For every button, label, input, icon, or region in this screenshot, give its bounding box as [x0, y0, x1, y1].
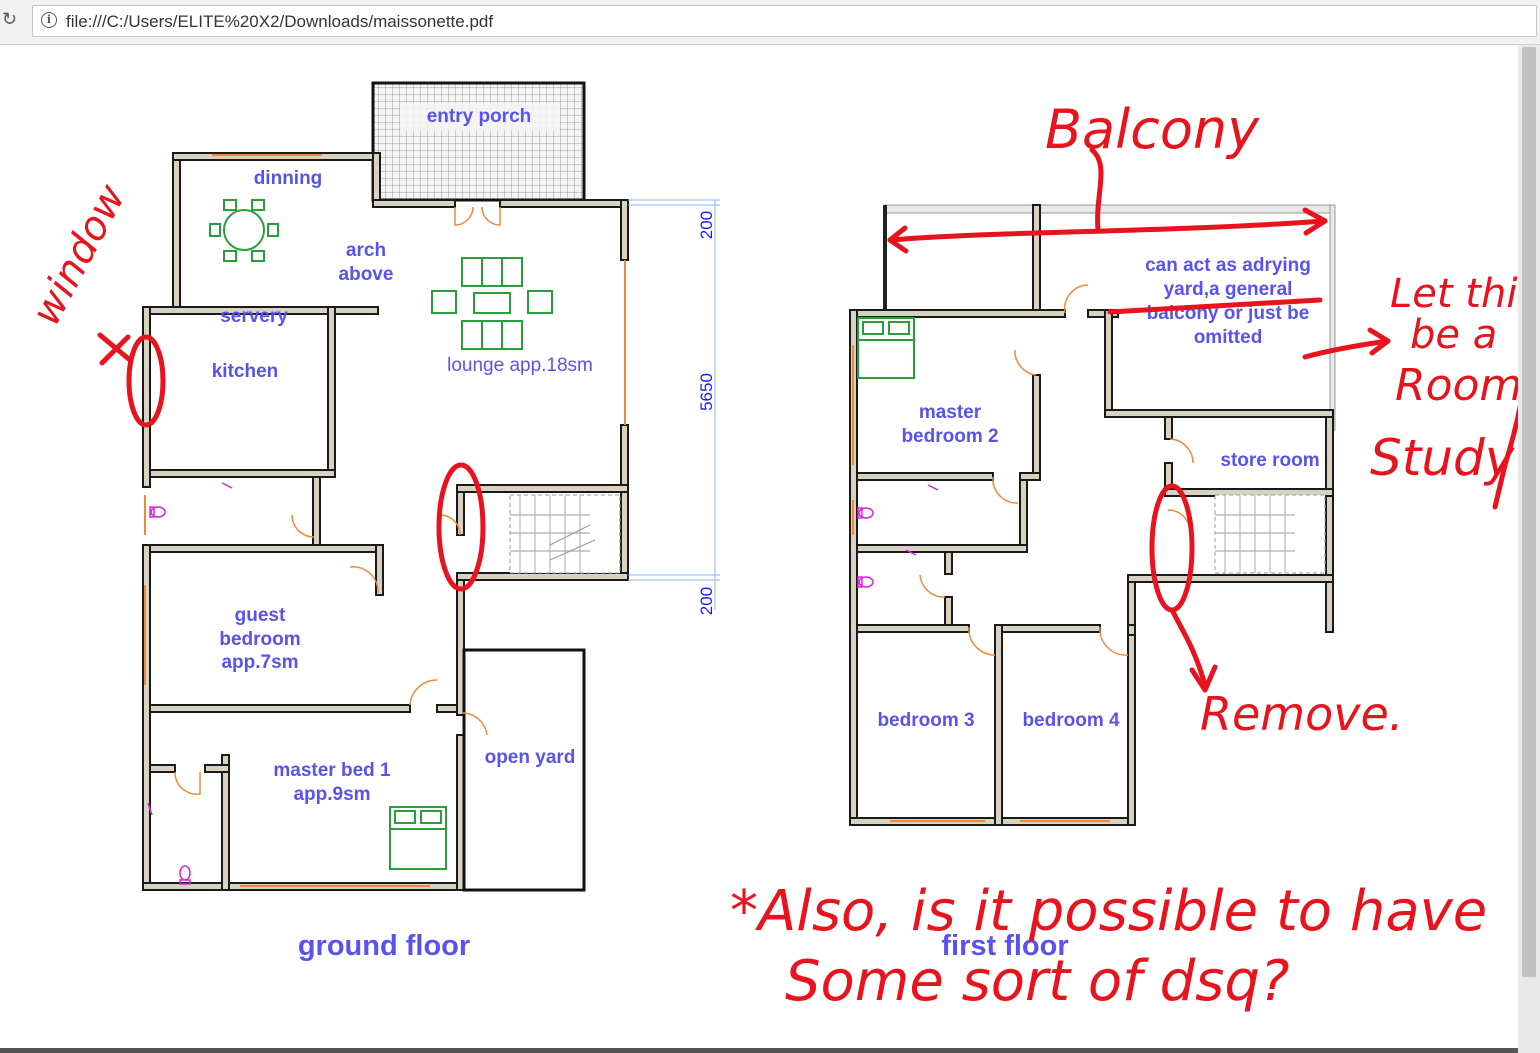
ground-floor-title: ground floor	[298, 930, 470, 962]
wall	[172, 152, 181, 314]
first-floor-plan: can act as adrying yard,a general balcon…	[849, 204, 1336, 962]
label-bedroom3: bedroom 3	[877, 710, 974, 731]
annotation-remove-arrow	[1169, 607, 1208, 688]
annotation-question-line1: *Also, is it possible to have	[730, 879, 1487, 944]
info-icon[interactable]: i	[41, 12, 57, 28]
reload-icon[interactable]: ↻	[2, 9, 18, 29]
url-text[interactable]: file:///C:/Users/ELITE%20X2/Downloads/ma…	[66, 12, 494, 31]
annotation-study-arrow	[1302, 338, 1391, 360]
annotation-let-line3: Room	[1395, 360, 1518, 411]
label-dinning: dinning	[254, 168, 323, 189]
floor-plan-drawing: 200 5650 200 entry porch dinning arch ab…	[23, 81, 1518, 1014]
annotation-window: window	[23, 177, 135, 333]
label-balcony-line4: omitted	[1194, 327, 1263, 348]
stairs	[1214, 494, 1326, 574]
open-yard-area	[462, 648, 586, 892]
label-master2-line2: bedroom 2	[901, 426, 998, 447]
toilet-icon	[147, 482, 233, 885]
annotation-strike-through	[1107, 297, 1323, 315]
address-bar[interactable]: i file:///C:/Users/ELITE%20X2/Downloads/…	[32, 5, 1537, 37]
sofa-set-icon	[431, 257, 553, 350]
dimension-line	[628, 199, 720, 610]
toilet-icon	[857, 484, 939, 588]
pdf-page: 200 5650 200 entry porch dinning arch ab…	[0, 45, 1518, 1048]
label-arch-line1: arch	[346, 240, 386, 261]
label-master1-line1: master bed 1	[273, 760, 391, 781]
label-balcony-line1: can act as adrying	[1145, 255, 1311, 276]
double-bed-icon	[389, 806, 447, 870]
double-bed-icon	[857, 317, 915, 379]
label-kitchen: kitchen	[212, 361, 279, 382]
annotation-cross-mark	[97, 332, 133, 366]
first-floor-title: first floor	[941, 930, 1068, 962]
annotation-question-line2: Some sort of dsq?	[785, 949, 1290, 1014]
annotation-circle-remove	[1149, 483, 1195, 613]
stairs	[509, 494, 621, 574]
annotation-balcony: Balcony	[1045, 98, 1260, 161]
scrollbar[interactable]	[1518, 45, 1540, 1053]
label-servery: servery	[220, 306, 288, 327]
dimension-top: 200	[697, 211, 716, 239]
annotation-balcony-arrow	[887, 218, 1328, 243]
dining-table-icon	[209, 199, 279, 262]
ground-floor-plan: 200 5650 200 entry porch dinning arch ab…	[142, 81, 720, 962]
label-guest-line3: app.7sm	[221, 652, 298, 673]
annotation-let-line2: be a	[1410, 312, 1497, 358]
annotation-let-line1: Let this	[1390, 271, 1518, 317]
scrollbar-thumb[interactable]	[1522, 47, 1536, 977]
annotation-remove: Remove.	[1200, 687, 1403, 741]
label-bedroom4: bedroom 4	[1022, 710, 1120, 731]
label-arch-line2: above	[339, 264, 394, 285]
label-guest-line1: guest	[235, 605, 286, 626]
label-open-yard: open yard	[485, 747, 576, 768]
label-entry-porch: entry porch	[427, 106, 532, 127]
annotation-let-line4: Study	[1370, 429, 1516, 487]
dimension-bottom: 200	[697, 587, 716, 615]
label-guest-line2: bedroom	[219, 629, 300, 650]
label-master1-line2: app.9sm	[293, 784, 370, 805]
label-balcony-line2: yard,a general	[1164, 279, 1293, 300]
label-master2-line1: master	[919, 402, 982, 423]
pdf-viewer: 200 5650 200 entry porch dinning arch ab…	[0, 45, 1540, 1053]
annotation-balcony-pointer	[1089, 147, 1104, 233]
annotation-circle-window	[126, 334, 166, 428]
dimension-middle: 5650	[697, 373, 716, 411]
label-lounge: lounge app.18sm	[447, 355, 593, 376]
annotation-circle-stairs	[436, 462, 486, 592]
entry-porch-area	[371, 81, 586, 202]
label-store-room: store room	[1220, 450, 1319, 471]
browser-toolbar: ↻ i file:///C:/Users/ELITE%20X2/Download…	[0, 0, 1540, 45]
